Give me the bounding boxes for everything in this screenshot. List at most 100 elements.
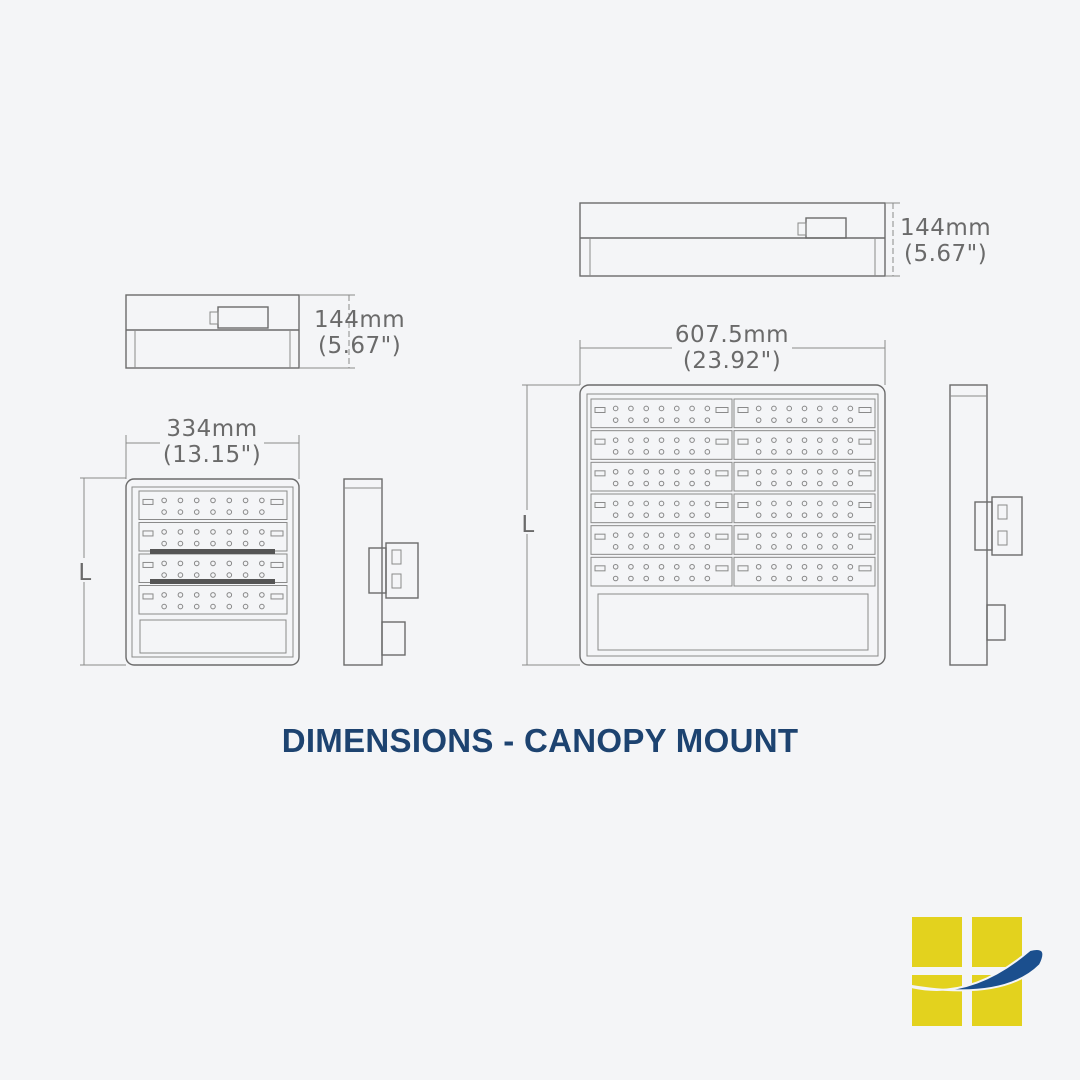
led-dot — [628, 512, 634, 518]
led-dot — [755, 480, 762, 487]
led-module-row — [590, 461, 876, 492]
led-dot — [161, 572, 167, 578]
led-dot — [612, 417, 619, 423]
led-dot — [226, 529, 233, 535]
led-dot — [643, 437, 650, 443]
led-dot — [816, 563, 823, 570]
led-dot — [704, 405, 711, 412]
small-length-label: L — [78, 560, 91, 586]
led-dot — [628, 575, 634, 582]
led-dot — [226, 497, 233, 504]
separator-bar — [150, 579, 275, 584]
led-dot — [689, 500, 695, 507]
led-dot — [628, 417, 634, 423]
led-dot — [210, 603, 216, 610]
led-dot — [832, 532, 838, 538]
led-dot — [210, 540, 216, 547]
led-dot — [847, 563, 854, 570]
led-dot — [177, 540, 184, 547]
led-dot — [689, 449, 695, 455]
led-dot — [771, 532, 777, 538]
led-dot — [832, 437, 838, 443]
led-dot — [704, 449, 711, 455]
led-dot — [628, 468, 634, 475]
led-module-row — [138, 490, 288, 520]
led-dot — [847, 437, 854, 443]
led-dot — [193, 497, 200, 504]
led-dot — [816, 544, 823, 550]
led-dot — [673, 480, 680, 487]
led-dot — [643, 449, 650, 455]
led-dot — [673, 449, 680, 455]
led-dot — [816, 405, 823, 412]
led-dot — [801, 532, 808, 538]
led-dot — [673, 563, 680, 570]
led-dot — [210, 529, 216, 535]
led-dot — [771, 512, 777, 518]
led-dot — [226, 509, 233, 515]
led-dot — [771, 563, 777, 570]
led-dot — [673, 417, 680, 423]
led-dot — [801, 563, 808, 570]
led-dot — [786, 512, 793, 518]
small-width-dimension: 334mm (13.15") — [125, 416, 300, 479]
led-dot — [658, 417, 665, 423]
led-dot — [689, 512, 695, 518]
led-dot — [801, 449, 808, 455]
led-dot — [832, 417, 838, 423]
small-height-dimension: 144mm (5.67") — [299, 294, 405, 369]
led-dot — [658, 575, 665, 582]
led-dot — [673, 532, 680, 538]
led-dot — [242, 529, 249, 535]
led-dot — [643, 500, 650, 507]
led-dot — [801, 405, 808, 412]
led-dot — [847, 532, 854, 538]
led-dot — [643, 480, 650, 487]
led-dot — [689, 468, 695, 475]
led-module-row — [590, 556, 876, 587]
large-top-view — [579, 202, 886, 277]
led-dot — [259, 572, 265, 578]
led-dot — [832, 405, 838, 412]
led-dot — [226, 572, 233, 578]
led-dot — [755, 544, 762, 550]
led-dot — [801, 500, 808, 507]
led-dot — [210, 560, 216, 567]
led-dot — [673, 500, 680, 507]
led-dot — [816, 500, 823, 507]
large-width-mm: 607.5mm — [675, 322, 789, 348]
led-dot — [673, 405, 680, 412]
led-dot — [689, 563, 695, 570]
led-dot — [259, 529, 265, 535]
led-dot — [658, 532, 665, 538]
led-dot — [704, 437, 711, 443]
led-dot — [689, 437, 695, 443]
led-dot — [771, 500, 777, 507]
led-dot — [612, 480, 619, 487]
led-dot — [755, 500, 762, 507]
led-dot — [755, 468, 762, 475]
led-dot — [628, 500, 634, 507]
led-dot — [210, 592, 216, 598]
led-dot — [755, 405, 762, 412]
led-module-row — [590, 493, 876, 524]
led-dot — [755, 563, 762, 570]
led-dot — [612, 544, 619, 550]
led-dot — [658, 500, 665, 507]
led-dot — [801, 512, 808, 518]
led-dot — [801, 417, 808, 423]
led-dot — [755, 449, 762, 455]
led-dot — [689, 532, 695, 538]
led-dot — [628, 405, 634, 412]
led-dot — [612, 532, 619, 538]
led-dot — [161, 529, 167, 535]
small-width-mm: 334mm — [166, 416, 257, 442]
large-length-label: L — [521, 512, 534, 538]
led-dot — [612, 563, 619, 570]
led-dot — [801, 544, 808, 550]
led-dot — [704, 417, 711, 423]
led-dot — [801, 575, 808, 582]
large-front-view — [579, 384, 886, 666]
led-dot — [161, 592, 167, 598]
